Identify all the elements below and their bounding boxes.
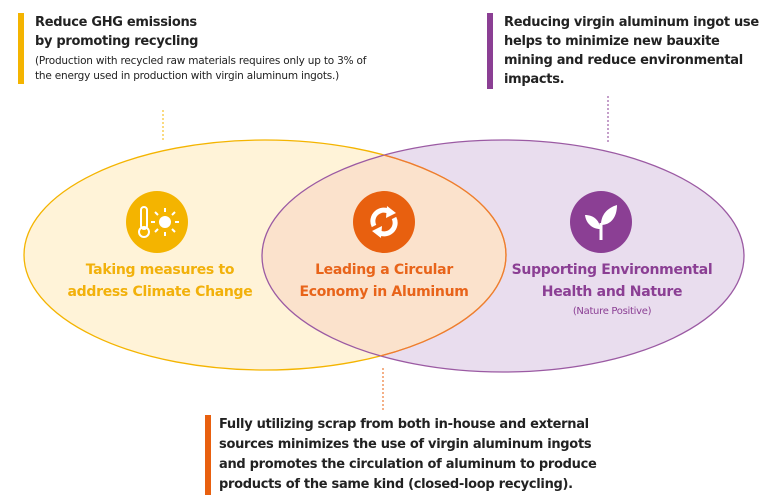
circular-label-2: Economy in Aluminum xyxy=(299,284,469,300)
note-ghg-title-1: Reduce GHG emissions xyxy=(35,15,197,30)
nature-label: Supporting Environmental Health and Natu… xyxy=(502,259,722,319)
climate-label-1: Taking measures to xyxy=(85,262,235,278)
nature-label-2: Health and Nature xyxy=(541,284,683,300)
leaf-sprout-icon xyxy=(570,191,632,253)
nature-label-sub: (Nature Positive) xyxy=(572,306,652,317)
climate-label-2: address Climate Change xyxy=(67,284,253,300)
circular-label: Leading a Circular Economy in Aluminum xyxy=(284,259,484,303)
recycle-arrows-icon xyxy=(353,191,415,253)
climate-label: Taking measures to address Climate Chang… xyxy=(60,259,260,303)
note-ghg-detail: (Production with recycled raw materials … xyxy=(35,55,367,82)
nature-label-1: Supporting Environmental xyxy=(511,262,713,278)
note-bauxite-title: Reducing virgin aluminum ingot use helps… xyxy=(504,15,759,87)
circular-label-1: Leading a Circular xyxy=(315,262,453,278)
note-scrap: Fully utilizing scrap from both in-house… xyxy=(205,415,614,495)
thermometer-sun-icon xyxy=(126,191,188,253)
note-bauxite: Reducing virgin aluminum ingot use helps… xyxy=(487,13,768,89)
note-scrap-title: Fully utilizing scrap from both in-house… xyxy=(219,417,597,492)
note-ghg: Reduce GHG emissions by promoting recycl… xyxy=(18,13,375,84)
note-ghg-title-2: by promoting recycling xyxy=(35,34,199,49)
